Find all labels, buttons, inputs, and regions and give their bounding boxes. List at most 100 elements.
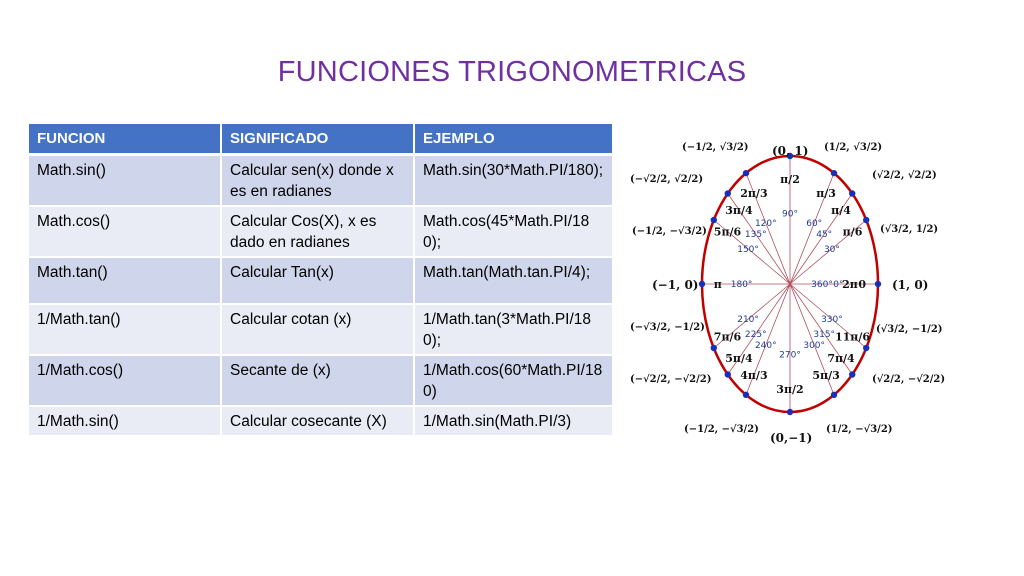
point-q1c: (√3/2, 1/2) (880, 223, 938, 235)
cell-funcion: 1/Math.sin() (29, 406, 222, 437)
radian-label: 2π/3 (740, 187, 767, 200)
radian-label: 11π/6 (835, 330, 870, 343)
radian-label: 7π/6 (714, 330, 742, 343)
spoke-line (745, 283, 791, 395)
header-significado: SIGNIFICADO (221, 124, 415, 156)
radian-label: 5π/6 (714, 226, 742, 239)
angle-point (786, 152, 794, 160)
radian-label: π (714, 278, 722, 291)
header-funcion: FUNCION (29, 124, 222, 156)
radian-label: 0 (858, 278, 866, 291)
degree-label: 0° (833, 280, 843, 290)
degree-label: 60° (806, 219, 822, 229)
point-q2c: (−1/2, −√3/2) (632, 225, 707, 237)
radian-label: π/3 (816, 187, 836, 200)
spoke-line (789, 219, 867, 285)
degree-label: 135° (745, 230, 767, 240)
angle-spokes (702, 156, 878, 412)
degree-label: 315° (813, 330, 835, 340)
degree-label: 120° (755, 219, 777, 229)
angle-point (863, 344, 870, 352)
radian-label: 3π/2 (776, 383, 803, 396)
degree-label: 270° (779, 350, 801, 360)
cell-funcion: Math.sin() (29, 154, 222, 207)
point-q3c: (−1/2, −√3/2) (684, 423, 759, 435)
angle-point (830, 169, 838, 177)
spoke-line (789, 283, 867, 349)
spoke-line (789, 283, 853, 375)
degree-label: 30° (824, 245, 840, 255)
point-bottom: (0,−1) (770, 431, 812, 445)
degree-label: 90° (782, 210, 798, 220)
point-q3b: (−√2/2, −√2/2) (630, 373, 711, 385)
radian-label: π/2 (780, 173, 800, 186)
table-row: 1/Math.tan() Calcular cotan (x) 1/Math.t… (29, 304, 614, 356)
degree-label: 150° (737, 245, 759, 255)
cell-funcion: Math.cos() (29, 206, 222, 258)
radian-label: 5π/4 (725, 352, 753, 365)
point-q4b: (√2/2, −√2/2) (872, 373, 945, 385)
cell-ejemplo: 1/Math.tan(3*Math.PI/180); (414, 304, 614, 356)
point-q1a: (1/2, √3/2) (824, 141, 882, 153)
cell-ejemplo: Math.tan(Math.tan.PI/4); (414, 257, 614, 305)
angle-point (710, 344, 717, 352)
angle-point (863, 216, 870, 224)
point-q2b: (−√2/2, √2/2) (630, 173, 703, 185)
degree-label: 360° (811, 280, 833, 290)
radian-label: 2π (842, 278, 858, 291)
angle-point (724, 190, 731, 197)
degree-label: 300° (803, 341, 825, 351)
table-row: Math.tan() Calcular Tan(x) Math.tan(Math… (29, 257, 614, 305)
degree-label: 330° (821, 315, 843, 325)
radian-label: π/4 (831, 204, 851, 217)
angle-points (698, 152, 882, 416)
point-left: (−1, 0) (652, 278, 698, 292)
cell-significado: Secante de (x) (221, 355, 415, 407)
degree-labels: 0°30°45°60°90°120°135°150°180°210°225°24… (731, 210, 844, 361)
table-row: Math.sin() Calcular sen(x) donde x es en… (29, 154, 614, 207)
point-q4a: (√3/2, −1/2) (876, 323, 943, 335)
radian-label: 7π/4 (827, 352, 855, 365)
radian-label: 4π/3 (740, 369, 767, 382)
angle-point (786, 408, 794, 416)
cell-ejemplo: Math.sin(30*Math.PI/180); (414, 154, 614, 207)
degree-label: 180° (731, 280, 753, 290)
cell-significado: Calcular cosecante (X) (221, 406, 415, 437)
cell-significado: Calcular Cos(X), x es dado en radianes (221, 206, 415, 258)
header-ejemplo: EJEMPLO (414, 124, 614, 156)
radian-label: 3π/4 (725, 204, 753, 217)
spoke-line (713, 283, 791, 349)
point-right: (1, 0) (892, 278, 928, 292)
radian-labels: 0 π/6 π/4 π/3 π/2 2π/3 3π/4 5π/6 π 7π/6 5π/4 4π/3 3π… (714, 173, 871, 396)
point-q4c: (1/2, −√3/2) (826, 423, 893, 435)
angle-point (742, 169, 750, 177)
point-q2a: (−1/2, √3/2) (682, 141, 749, 153)
cell-funcion: Math.tan() (29, 257, 222, 305)
spoke-line (713, 219, 791, 285)
angle-point (710, 216, 717, 224)
spoke-line (789, 173, 835, 285)
degree-label: 225° (745, 330, 767, 340)
spoke-line (789, 193, 853, 285)
angle-point (742, 391, 750, 399)
functions-table: FUNCION SIGNIFICADO EJEMPLO Math.sin() C… (29, 124, 614, 437)
unit-circle-image: 0°30°45°60°90°120°135°150°180°210°225°24… (630, 141, 945, 445)
angle-point (698, 280, 706, 288)
degree-label: 210° (737, 315, 759, 325)
radian-label: 5π/3 (812, 369, 839, 382)
slide-title: FUNCIONES TRIGONOMETRICAS (277, 56, 747, 88)
angle-point (849, 190, 856, 197)
radian-label: π/6 (843, 226, 863, 239)
angle-point (830, 391, 838, 399)
spoke-line (745, 173, 791, 285)
table-row: Math.cos() Calcular Cos(X), x es dado en… (29, 206, 614, 258)
table-row: 1/Math.sin() Calcular cosecante (X) 1/Ma… (29, 406, 614, 437)
spoke-line (727, 283, 791, 375)
degree-label: 45° (816, 230, 832, 240)
cell-significado: Calcular sen(x) donde x es en radianes (221, 154, 415, 207)
cell-ejemplo: 1/Math.cos(60*Math.PI/180) (414, 355, 614, 407)
cell-ejemplo: 1/Math.sin(Math.PI/3) (414, 406, 614, 437)
angle-point (849, 371, 856, 378)
point-q3a: (−√3/2, −1/2) (630, 321, 705, 333)
angle-point (724, 371, 731, 378)
